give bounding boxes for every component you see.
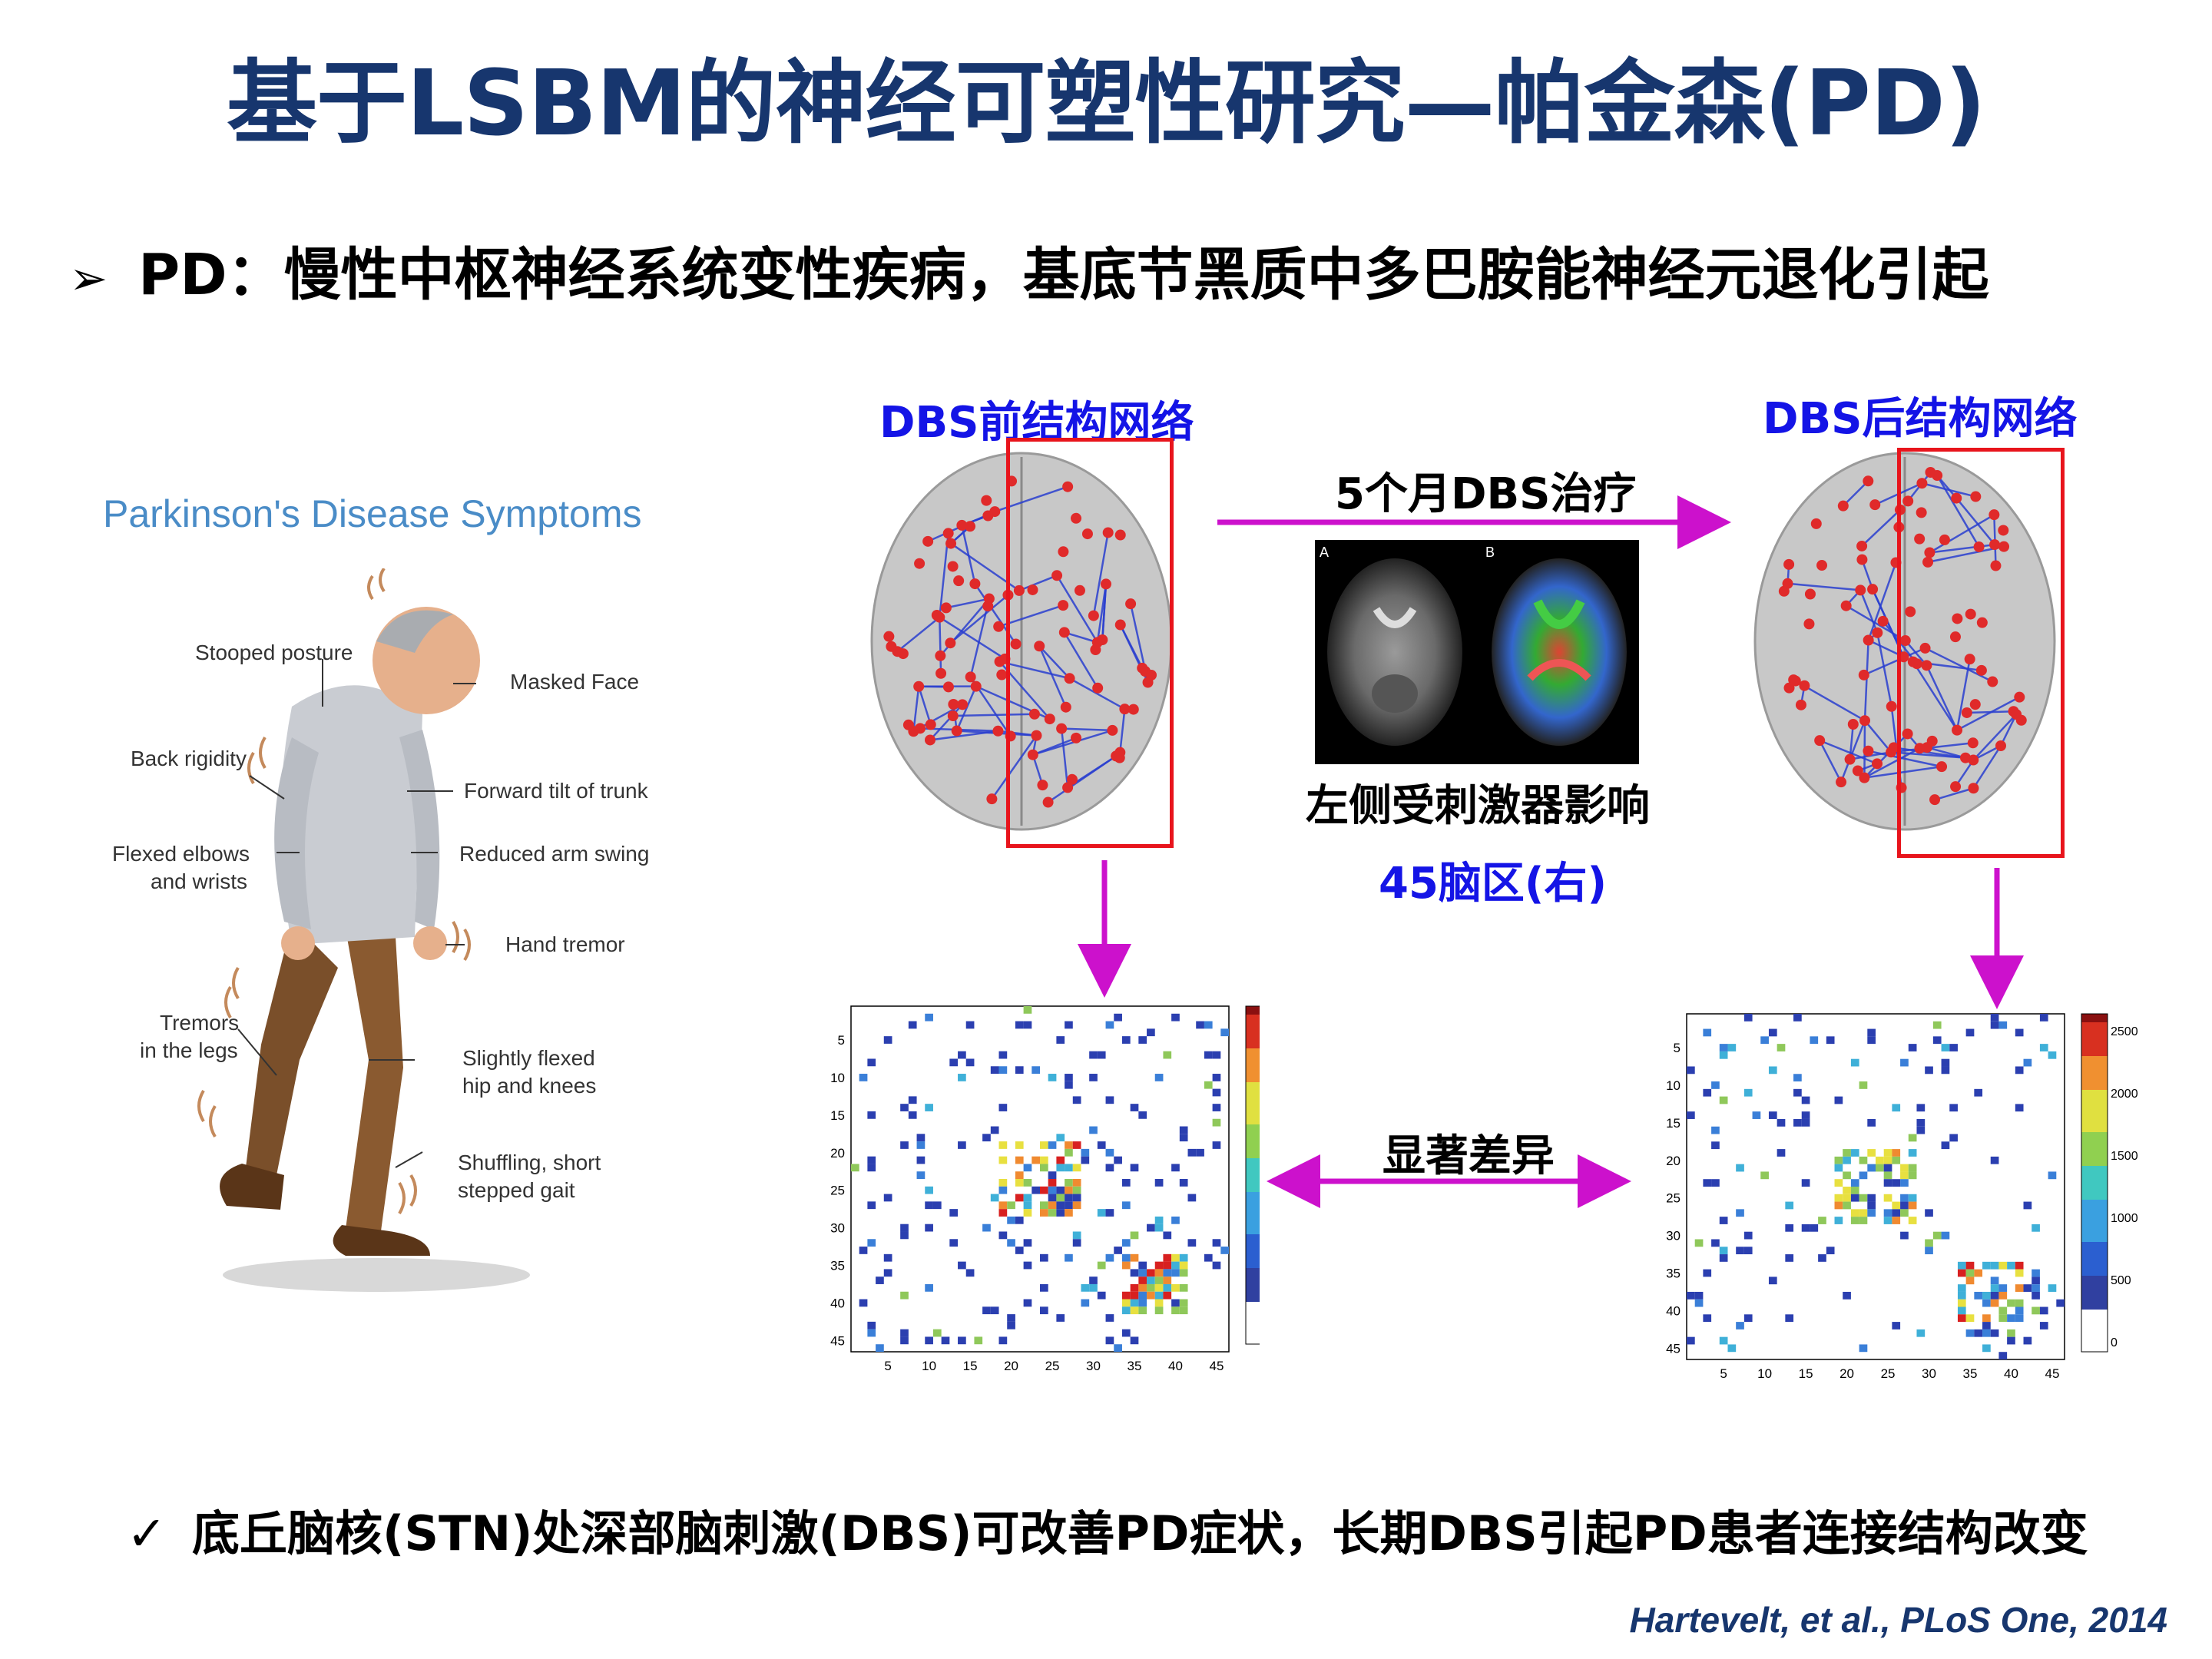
x-tick-label: 25 — [1045, 1359, 1060, 1373]
parkinson-figure-illustration — [197, 568, 530, 1292]
x-tick-labels: 5 10 15 20 25 30 35 40 45 — [1720, 1366, 2059, 1381]
label-reduced-arm-swing: Reduced arm swing — [459, 842, 650, 866]
treatment-label: 5个月DBS治疗 — [1335, 469, 1637, 519]
colorbar-tick-label: 1000 — [2111, 1212, 2138, 1225]
y-tick-label: 40 — [1666, 1303, 1681, 1318]
y-tick-label: 35 — [830, 1259, 845, 1273]
label-stooped-posture: Stooped posture — [195, 641, 353, 664]
y-tick-label: 15 — [830, 1108, 845, 1123]
brain-network-after-image — [1753, 452, 2056, 831]
stimulator-label: 左侧受刺激器影响 — [1306, 781, 1650, 831]
y-tick-label: 30 — [1666, 1229, 1681, 1243]
label-masked-face: Masked Face — [510, 670, 640, 694]
y-tick-label: 20 — [1666, 1154, 1681, 1168]
y-tick-label: 10 — [830, 1071, 845, 1085]
x-tick-label: 35 — [1963, 1366, 1978, 1381]
y-tick-label: 10 — [1666, 1078, 1681, 1093]
x-tick-label: 45 — [2045, 1366, 2059, 1381]
conclusion-point: ✓ 底丘脑核(STN)处深部脑刺激(DBS)可改善PD症状，长期DBS引起PD患者… — [127, 1495, 2088, 1564]
label-forward-tilt: Forward tilt of trunk — [464, 779, 648, 803]
difference-label: 显著差异 — [1382, 1131, 1555, 1181]
colorbar: 2500 2000 1500 1000 500 0 — [2081, 1013, 2138, 1353]
after-network-label: DBS后结构网络 — [1763, 394, 2078, 444]
x-tick-label: 10 — [1757, 1366, 1772, 1381]
y-tick-label: 20 — [830, 1146, 845, 1161]
x-tick-label: 10 — [922, 1359, 936, 1373]
label-back-rigidity: Back rigidity — [131, 747, 247, 770]
x-tick-label: 15 — [963, 1359, 978, 1373]
citation: Hartevelt, et al., PLoS One, 2014 — [1629, 1600, 2167, 1640]
conclusion-text: 底丘脑核(STN)处深部脑刺激(DBS)可改善PD症状，长期DBS引起PD患者连… — [192, 1505, 2088, 1561]
right-hemisphere-highlight-box-before — [1006, 438, 1174, 848]
colorbar-tick-label: 1500 — [2111, 1150, 2138, 1163]
bullet-text: PD：慢性中枢神经系统变性疾病，基底节黑质中多巴胺能神经元退化引起 — [138, 242, 1989, 308]
mri-dti-image: A B — [1315, 540, 1639, 764]
y-tick-label: 35 — [1666, 1267, 1681, 1281]
x-tick-label: 15 — [1799, 1366, 1813, 1381]
brain-network-before-image — [870, 452, 1173, 831]
x-tick-label: 35 — [1128, 1359, 1142, 1373]
connectivity-matrix-before: 5 10 15 20 25 30 35 40 45 5 10 15 20 25 30 35 40 45 2000… — [830, 1005, 1260, 1373]
x-tick-label: 45 — [1209, 1359, 1224, 1373]
label-tremors-line1: Tremors — [160, 1011, 240, 1035]
connectivity-matrix-after: 5 10 15 20 25 30 35 40 45 5 10 15 20 25 30 35 40 45 2500… — [1666, 1013, 2138, 1381]
y-tick-labels: 5 10 15 20 25 30 35 40 45 — [830, 1033, 845, 1348]
x-tick-label: 30 — [1086, 1359, 1101, 1373]
region-label: 45脑区(右) — [1379, 859, 1608, 909]
x-tick-label: 5 — [884, 1359, 891, 1373]
colorbar-tick-label: 0 — [2111, 1336, 2118, 1349]
y-tick-label: 5 — [1674, 1041, 1681, 1055]
pd-panel-title: Parkinson's Disease Symptoms — [103, 492, 642, 535]
label-hip-line1: Slightly flexed — [462, 1046, 595, 1070]
label-hip-line2: hip and knees — [462, 1074, 597, 1098]
y-tick-label: 15 — [1666, 1116, 1681, 1131]
y-tick-label: 45 — [1666, 1341, 1681, 1356]
label-gait-line2: stepped gait — [458, 1178, 575, 1202]
y-tick-labels: 5 10 15 20 25 30 35 40 45 — [1666, 1041, 1681, 1356]
bullet-point: ➢ PD：慢性中枢神经系统变性疾病，基底节黑质中多巴胺能神经元退化引起 — [69, 229, 1989, 311]
x-tick-label: 5 — [1720, 1366, 1727, 1381]
page-title: 基于LSBM的神经可塑性研究—帕金森(PD) — [227, 50, 1986, 156]
check-icon: ✓ — [127, 1505, 167, 1561]
y-tick-label: 30 — [830, 1221, 845, 1236]
label-hand-tremor: Hand tremor — [505, 932, 625, 956]
right-hemisphere-highlight-box-after — [1897, 448, 2065, 858]
x-tick-label: 40 — [2004, 1366, 2018, 1381]
mri-panel-b-label: B — [1485, 545, 1495, 560]
label-flexed-elbows-line2: and wrists — [151, 869, 248, 893]
y-tick-label: 45 — [830, 1333, 845, 1348]
x-tick-label: 20 — [1839, 1366, 1854, 1381]
x-tick-label: 25 — [1881, 1366, 1896, 1381]
label-flexed-elbows-line1: Flexed elbows — [112, 842, 250, 866]
y-tick-label: 5 — [838, 1033, 845, 1048]
label-tremors-line2: in the legs — [140, 1038, 238, 1062]
x-tick-labels: 5 10 15 20 25 30 35 40 45 — [884, 1359, 1224, 1373]
x-tick-label: 30 — [1922, 1366, 1936, 1381]
x-tick-label: 20 — [1004, 1359, 1018, 1373]
y-tick-label: 25 — [1666, 1191, 1681, 1206]
y-tick-label: 40 — [830, 1296, 845, 1310]
colorbar-tick-label: 500 — [2111, 1274, 2131, 1287]
mri-panel-a-label: A — [1320, 545, 1329, 560]
x-tick-label: 40 — [1168, 1359, 1183, 1373]
arrow-bullet-icon: ➢ — [69, 252, 108, 306]
y-tick-label: 25 — [830, 1184, 845, 1198]
label-gait-line1: Shuffling, short — [458, 1151, 601, 1174]
colorbar-tick-label: 2500 — [2111, 1025, 2138, 1038]
colorbar-tick-label: 2000 — [2111, 1088, 2138, 1101]
